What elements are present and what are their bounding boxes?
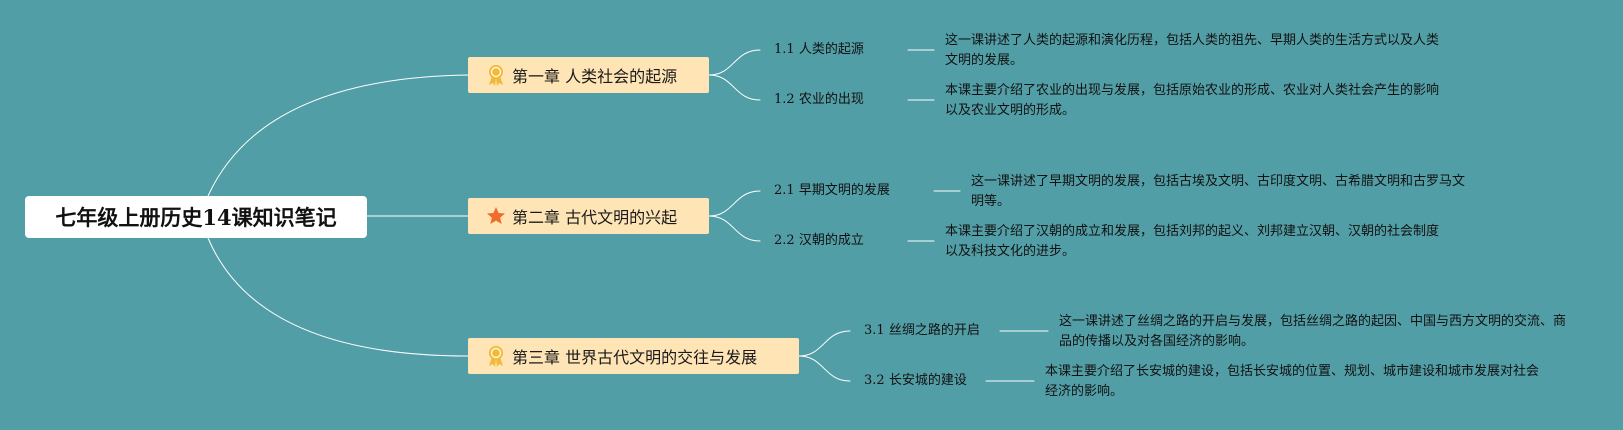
lesson-number: 2.1	[774, 183, 795, 198]
connector-root-chapter-3	[207, 237, 469, 357]
chapter-1-node[interactable]: 第一章 人类社会的起源	[468, 57, 709, 93]
star-icon	[486, 205, 506, 227]
lesson-3-2-description[interactable]: 本课主要介绍了长安城的建设，包括长安城的位置、规划、城市建设和城市发展对社会经济…	[1045, 364, 1540, 399]
chapter-2-label: 第二章 古代文明的兴起	[512, 208, 678, 227]
connector-ch2-lesson-1	[708, 190, 761, 217]
lesson-3-2-node[interactable]: 3.2 长安城的建设	[864, 372, 967, 390]
lesson-number: 1.1	[774, 42, 795, 57]
lesson-title: 早期文明的发展	[798, 183, 890, 198]
lesson-number: 2.2	[774, 233, 795, 248]
lesson-title: 长安城的建设	[888, 373, 967, 388]
chapter-1-label: 第一章 人类社会的起源	[512, 67, 678, 86]
connector-root-chapter-1	[207, 74, 469, 197]
connector-ch2-lesson-2	[708, 215, 761, 242]
connector-ch3-lesson-2	[798, 355, 851, 382]
lesson-number: 3.2	[864, 373, 885, 388]
ribbon-badge-icon	[486, 64, 506, 86]
connector-ch1-lesson-1	[708, 49, 761, 76]
connector-ch3-lesson-1	[798, 330, 851, 357]
lesson-title: 农业的出现	[798, 92, 864, 107]
lesson-number: 3.1	[864, 323, 885, 338]
lesson-1-1-node[interactable]: 1.1 人类的起源	[774, 41, 864, 59]
lesson-title: 汉朝的成立	[798, 233, 864, 248]
connector-ch1-lesson-2	[708, 74, 761, 101]
lesson-1-2-node[interactable]: 1.2 农业的出现	[774, 91, 864, 109]
root-topic[interactable]: 七年级上册历史14课知识笔记	[25, 196, 367, 238]
lesson-1-2-description[interactable]: 本课主要介绍了农业的出现与发展，包括原始农业的形成、农业对人类社会产生的影响以及…	[945, 83, 1440, 118]
lesson-3-1-node[interactable]: 3.1 丝绸之路的开启	[864, 322, 980, 340]
lesson-title: 人类的起源	[798, 42, 864, 57]
ribbon-badge-icon	[486, 345, 506, 367]
chapter-3-label: 第三章 世界古代文明的交往与发展	[512, 348, 758, 367]
lesson-number: 1.2	[774, 92, 795, 107]
lesson-1-1-description[interactable]: 这一课讲述了人类的起源和演化历程，包括人类的祖先、早期人类的生活方式以及人类文明…	[945, 33, 1440, 68]
lesson-title: 丝绸之路的开启	[888, 323, 980, 338]
chapter-2-node[interactable]: 第二章 古代文明的兴起	[468, 198, 709, 234]
root-title: 七年级上册历史14课知识笔记	[55, 205, 337, 230]
lesson-2-2-description[interactable]: 本课主要介绍了汉朝的成立和发展，包括刘邦的起义、刘邦建立汉朝、汉朝的社会制度以及…	[945, 224, 1440, 259]
lesson-2-2-node[interactable]: 2.2 汉朝的成立	[774, 232, 864, 250]
lesson-3-1-description[interactable]: 这一课讲述了丝绸之路的开启与发展，包括丝绸之路的起因、中国与西方文明的交流、商品…	[1059, 314, 1567, 349]
lesson-2-1-description[interactable]: 这一课讲述了早期文明的发展，包括古埃及文明、古印度文明、古希腊文明和古罗马文明等…	[971, 174, 1466, 209]
chapter-3-node[interactable]: 第三章 世界古代文明的交往与发展	[468, 338, 799, 374]
lesson-2-1-node[interactable]: 2.1 早期文明的发展	[774, 182, 890, 200]
